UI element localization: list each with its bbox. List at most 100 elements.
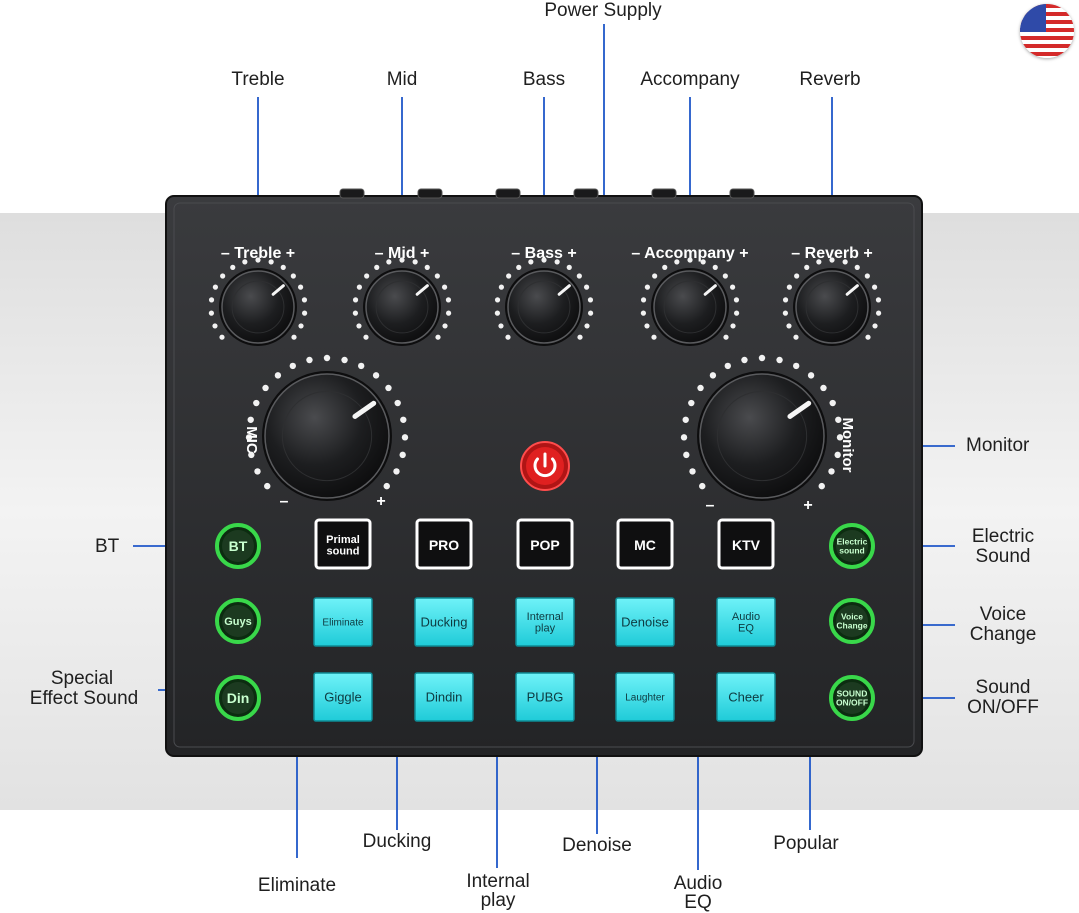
knob-mid-led <box>412 259 418 265</box>
knob-mid-led <box>356 284 363 290</box>
right-button-electric-sound-text: sound <box>839 546 865 556</box>
knob-bass-led <box>506 273 512 279</box>
knob-mic-led <box>400 416 407 423</box>
knob-accompany-led <box>687 257 693 263</box>
monitor-plus: + <box>803 497 812 514</box>
knob-monitor-led <box>834 451 841 459</box>
knob-mic-led <box>264 482 271 490</box>
knob-monitor-led <box>820 384 827 392</box>
knob-mid <box>352 257 452 346</box>
mode-button-pop-text: POP <box>530 537 560 553</box>
knob-mid-led <box>363 334 369 340</box>
knob-reverb-led <box>786 323 792 329</box>
callout-ducking: Ducking <box>362 831 432 852</box>
knob-accompany <box>640 257 740 346</box>
callout-special-effect-line2: Effect Sound <box>29 688 139 709</box>
knob-treble-led <box>301 310 308 316</box>
effect-button-dindin: Dindin <box>414 672 474 722</box>
effect-button-internal-play-text: play <box>535 623 556 635</box>
mode-button-primal-sound-frame <box>314 518 372 570</box>
top-jack-1 <box>339 188 365 199</box>
mode-button-mc: MC <box>616 518 674 570</box>
right-button-voice-change-text: Change <box>836 621 867 631</box>
knob-monitor <box>680 354 844 501</box>
effect-button-pubg: PUBG <box>515 672 575 722</box>
callout-internal-play-line2: play <box>480 890 516 911</box>
effect-button-ducking: Ducking <box>414 597 474 647</box>
callout-denoise: Denoise <box>562 835 632 856</box>
effect-button-pubg-face <box>515 672 575 722</box>
knob-mic-led <box>248 451 255 459</box>
callout-audio-eq-line2: EQ <box>684 892 712 913</box>
callout-popular: Popular <box>773 833 839 854</box>
knob-treble-led <box>230 264 236 270</box>
knob-reverb-led <box>829 257 835 263</box>
mode-button-primal-sound-text: Primal <box>326 534 360 546</box>
knob-treble-led <box>268 259 274 265</box>
left-button-din-text: Din <box>227 690 250 706</box>
flag-icon <box>1020 4 1074 58</box>
effect-button-denoise: Denoise <box>615 597 675 647</box>
callout-audio-eq-line1: Audio <box>673 873 723 894</box>
knob-accompany-led <box>674 259 680 265</box>
knob-mid-led <box>399 257 405 263</box>
knob-reverb-indicator <box>845 284 859 296</box>
monitor-label: Monitor <box>839 418 856 473</box>
mic-minus: – <box>280 493 289 510</box>
effect-button-eliminate-text: Eliminate <box>322 618 364 629</box>
effect-button-laughter-face <box>615 672 675 722</box>
callout-power-supply: Power Supply <box>544 0 662 21</box>
callout-treble: Treble <box>231 69 285 90</box>
knob-monitor-led <box>697 384 704 392</box>
callout-voice-change-line2: Change <box>969 624 1037 645</box>
effect-button-audio-eq-face <box>716 597 776 647</box>
knob-mic-led <box>323 354 331 362</box>
callout-sound-onoff-line2: ON/OFF <box>967 697 1039 718</box>
knob-bass-led <box>516 264 522 270</box>
knob-monitor-led <box>688 399 695 407</box>
right-button-sound-onoff-text: SOUND <box>837 689 868 699</box>
callout-mid: Mid <box>386 69 418 90</box>
knob-mic <box>245 354 409 501</box>
knob-treble-led <box>280 264 286 270</box>
knob-reverb-led <box>875 297 882 303</box>
callout-eliminate: Eliminate <box>257 875 337 896</box>
power-button <box>520 441 570 491</box>
callout-voice-change-line1: Voice <box>979 604 1027 625</box>
knob-accompany-led <box>733 310 740 316</box>
mic-plus: + <box>376 493 385 510</box>
mode-button-pop-frame <box>516 518 574 570</box>
knob-accompany-led <box>644 284 651 290</box>
effect-button-pubg-text: PUBG <box>527 690 564 705</box>
mode-button-ktv: KTV <box>717 518 775 570</box>
mode-button-pro: PRO <box>415 518 473 570</box>
knob-treble-led <box>220 273 226 279</box>
knob-accompany-led <box>651 334 657 340</box>
knob-mic-led <box>254 468 261 475</box>
mic-label: MIC <box>243 426 260 454</box>
knob-reverb-led <box>782 310 789 316</box>
knob-bass-led <box>576 273 582 279</box>
effect-button-internal-play-text: Internal <box>527 611 564 623</box>
mode-button-pro-frame <box>415 518 473 570</box>
effect-button-audio-eq-text: Audio <box>732 611 760 623</box>
monitor-minus: – <box>706 497 715 514</box>
knob-bass-label: – Bass + <box>511 245 576 262</box>
knob-monitor-led <box>683 451 690 459</box>
knob-treble-led <box>212 284 219 290</box>
knob-mic-led <box>383 482 390 490</box>
power-icon <box>533 457 557 478</box>
effect-button-denoise-face <box>615 597 675 647</box>
knob-mid-indicator <box>415 284 429 296</box>
knob-mic-led <box>393 468 400 475</box>
knob-mid-led <box>364 273 370 279</box>
knob-mic-led <box>289 362 297 370</box>
knob-bass-led <box>498 284 505 290</box>
knob-monitor-indicator <box>787 400 812 419</box>
knob-mic-cap-ring <box>281 390 373 482</box>
mode-button-mc-frame <box>616 518 674 570</box>
knob-mid-led <box>424 264 430 270</box>
effect-button-ducking-text: Ducking <box>421 615 468 630</box>
